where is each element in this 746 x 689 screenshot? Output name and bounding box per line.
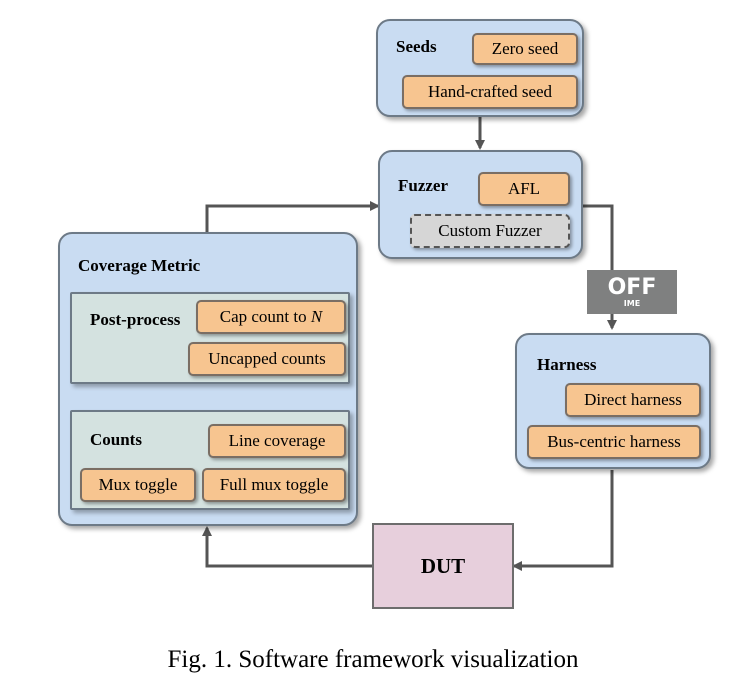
- counts-group: Counts Line coverage Mux toggle Full mux…: [70, 410, 350, 510]
- arrow-harness-to-dut: [512, 470, 614, 571]
- mux-toggle-box: Mux toggle: [80, 468, 196, 502]
- seeds-label: Seeds: [396, 37, 437, 56]
- seeds-group: Seeds Zero seed Hand-crafted seed: [376, 19, 584, 117]
- zero-seed-box: Zero seed: [472, 33, 578, 65]
- arrow-dut-to-coverage: [202, 526, 372, 568]
- harness-group: Harness Direct harness Bus-centric harne…: [515, 333, 711, 469]
- bus-centric-harness-box: Bus-centric harness: [527, 425, 701, 459]
- figure-caption: Fig. 1. Software framework visualization: [167, 646, 579, 673]
- ime-off-badge[interactable]: OFF IME: [587, 270, 677, 314]
- dut-box: DUT: [372, 523, 514, 609]
- harness-label: Harness: [537, 355, 597, 374]
- postprocess-label: Post-process: [90, 310, 181, 329]
- postprocess-group: Post-process Cap count to N Uncapped cou…: [70, 292, 350, 384]
- uncapped-counts-box: Uncapped counts: [188, 342, 346, 376]
- custom-fuzzer-box: Custom Fuzzer: [410, 214, 570, 248]
- full-mux-toggle-box: Full mux toggle: [202, 468, 346, 502]
- afl-box: AFL: [478, 172, 570, 206]
- ime-sub-text: IME: [623, 298, 641, 308]
- hand-crafted-seed-box: Hand-crafted seed: [402, 75, 578, 109]
- coverage-metric-group: Coverage Metric Post-process Cap count t…: [58, 232, 358, 526]
- fuzzer-label: Fuzzer: [398, 176, 449, 195]
- counts-label: Counts: [90, 430, 142, 449]
- fuzzer-group: Fuzzer AFL Custom Fuzzer: [378, 150, 583, 259]
- arrow-coverage-to-fuzzer: [205, 201, 380, 232]
- cap-count-box: Cap count to N: [196, 300, 346, 334]
- coverage-metric-label: Coverage Metric: [78, 256, 201, 275]
- direct-harness-box: Direct harness: [565, 383, 701, 417]
- line-coverage-box: Line coverage: [208, 424, 346, 458]
- cap-count-text: Cap count to N: [219, 307, 323, 326]
- ime-off-text: OFF: [607, 274, 657, 300]
